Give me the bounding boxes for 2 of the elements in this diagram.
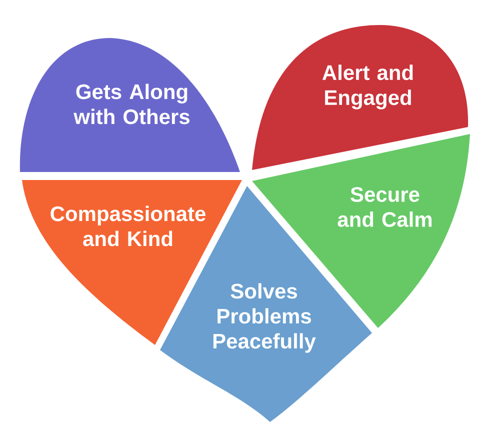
heart-segment: Gets Along with Others — [20, 38, 240, 172]
heart-segment: Alert and Engaged — [252, 25, 468, 170]
